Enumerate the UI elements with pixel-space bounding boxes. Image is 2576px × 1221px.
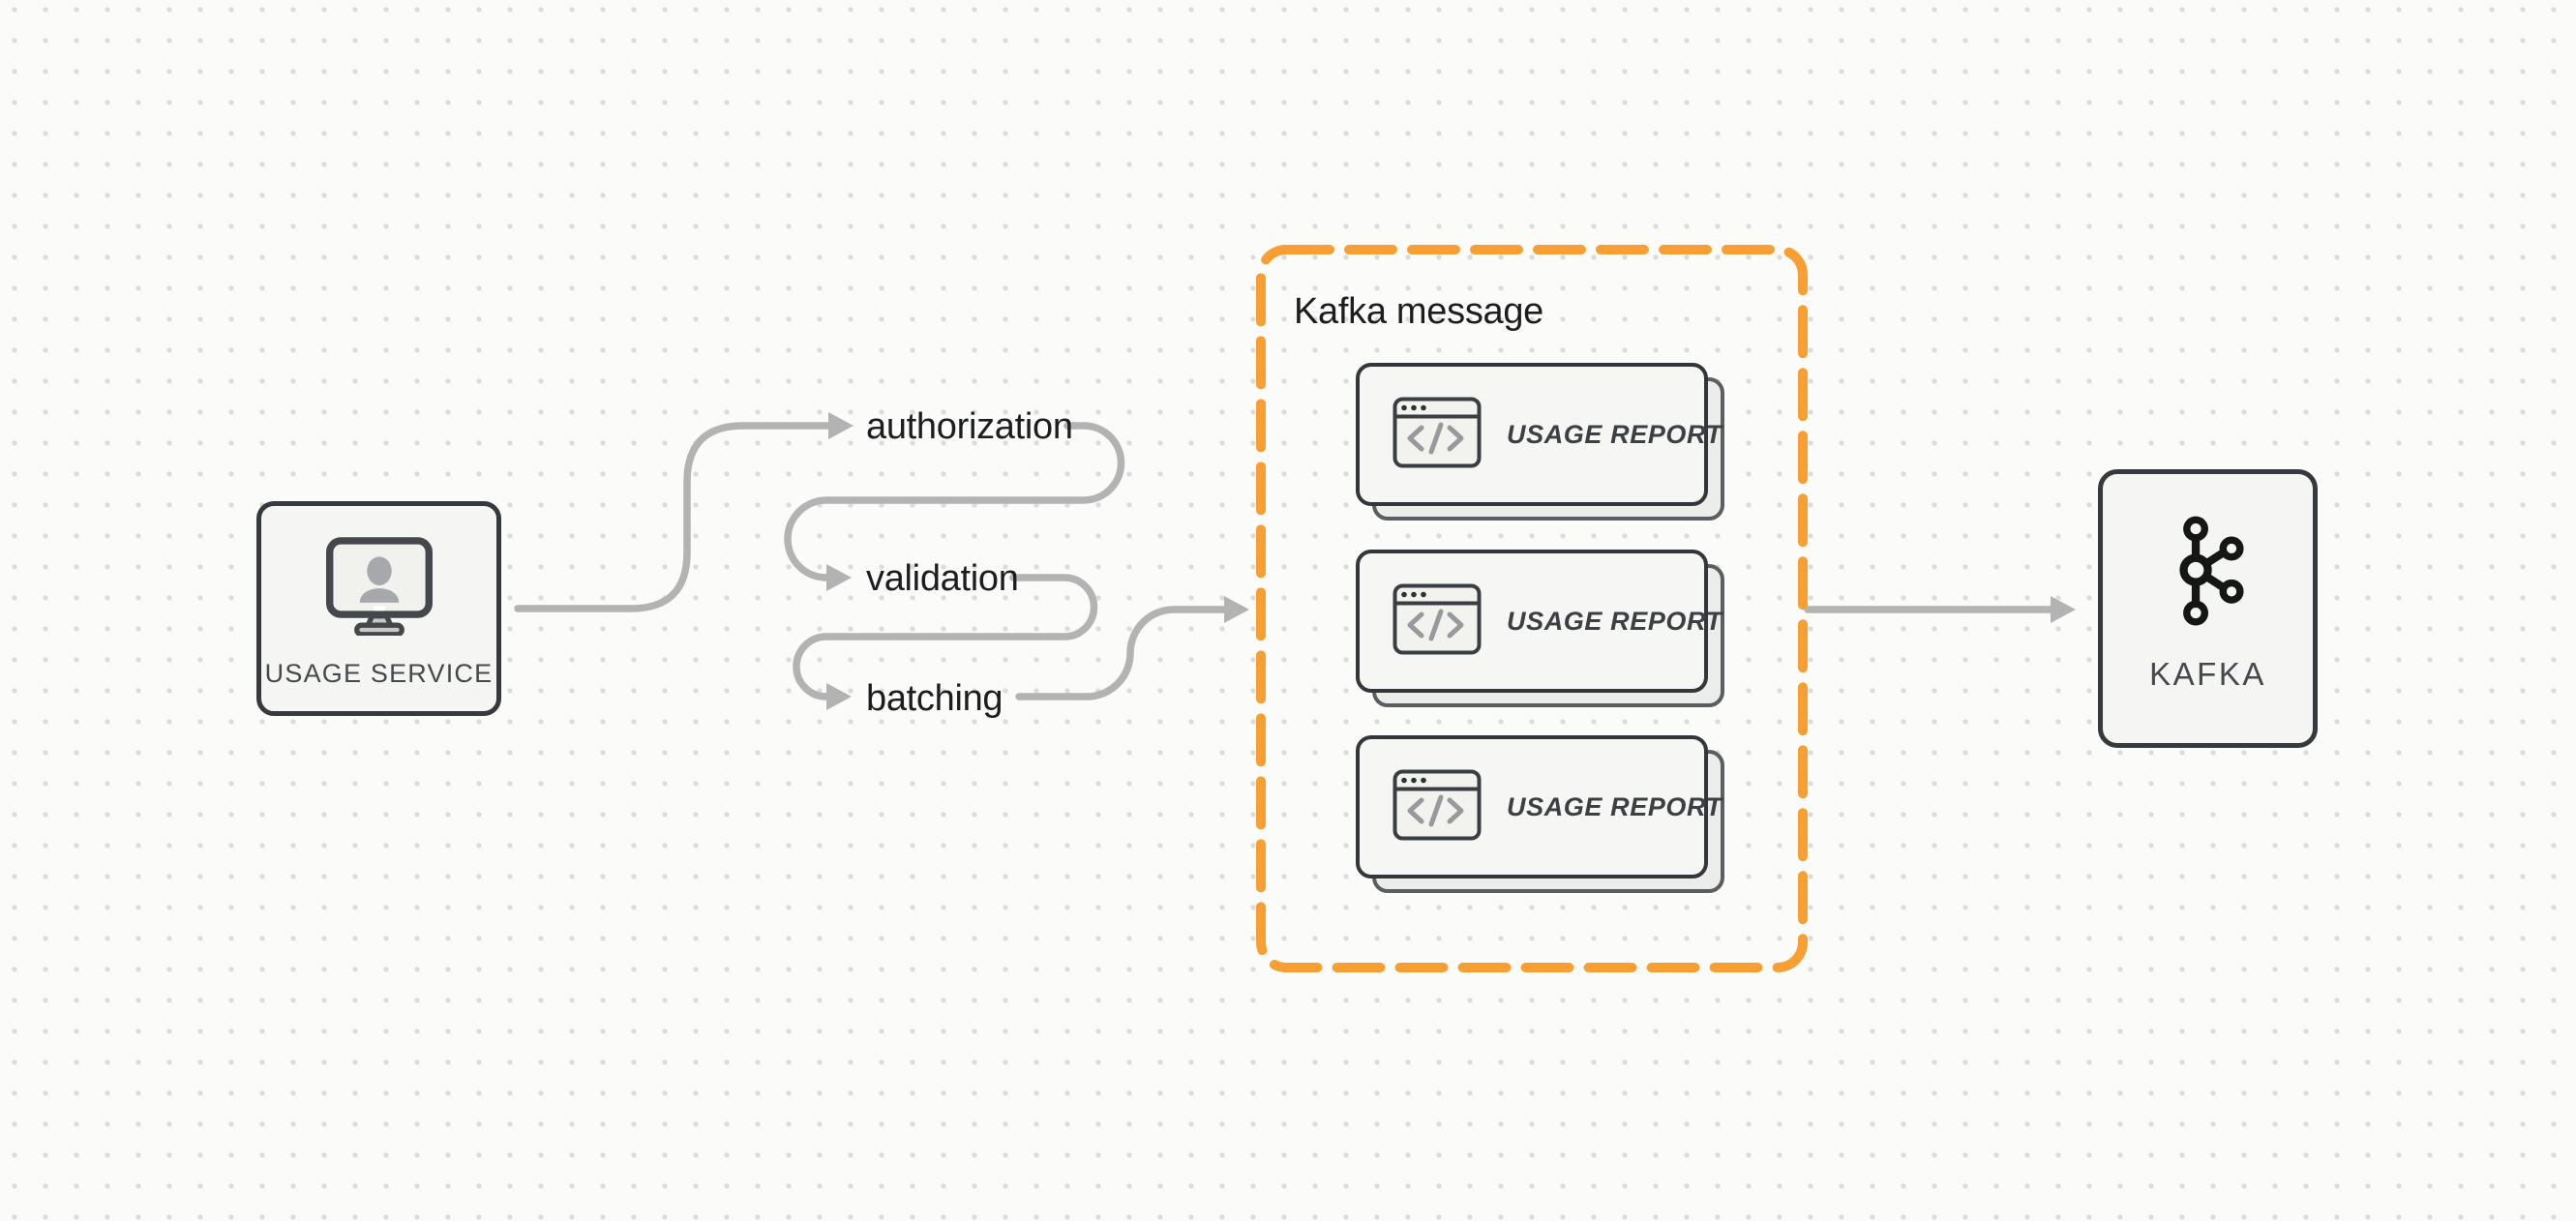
usage-report-card: USAGE REPORT	[1356, 550, 1724, 707]
usage-report-label: USAGE REPORT	[1507, 606, 1722, 636]
step-validation: validation	[866, 558, 1019, 599]
usage-service-label: USAGE SERVICE	[264, 659, 494, 688]
step-authorization: authorization	[866, 406, 1073, 447]
kafka-message-group-boundary	[1256, 245, 1808, 972]
usage-report-label: USAGE REPORT	[1507, 419, 1722, 449]
connector-service-to-authorization	[514, 412, 854, 612]
code-window-icon	[1393, 583, 1482, 660]
kafka-label: KAFKA	[2149, 656, 2266, 692]
connector-batching-to-kafka-message	[1015, 596, 1249, 700]
kafka-message-group-title: Kafka message	[1294, 291, 1544, 332]
usage-service-node: USAGE SERVICE	[256, 501, 501, 716]
connector-validation-to-batching	[793, 574, 1098, 710]
kafka-node: KAFKA	[2098, 469, 2318, 748]
step-batching: batching	[866, 678, 1003, 719]
usage-report-card: USAGE REPORT	[1356, 735, 1724, 893]
code-window-icon	[1393, 769, 1482, 846]
usage-report-card: USAGE REPORT	[1356, 363, 1724, 521]
monitor-user-icon	[261, 537, 496, 640]
usage-report-label: USAGE REPORT	[1507, 791, 1722, 821]
connector-authorization-to-validation	[784, 422, 1125, 591]
code-window-icon	[1393, 397, 1482, 473]
kafka-logo-icon	[2103, 509, 2313, 640]
